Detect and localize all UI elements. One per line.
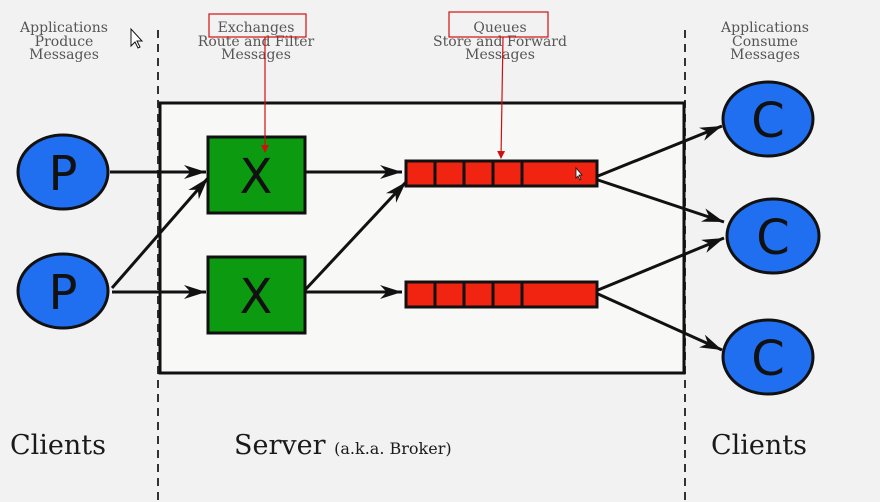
consumer-1-label: C xyxy=(751,93,785,149)
arrow-q1-c2 xyxy=(597,178,725,224)
consumer-1: C xyxy=(721,80,815,158)
arrow-q2-c2 xyxy=(597,236,725,292)
exchanges-highlight-box xyxy=(208,13,307,38)
producer-1-label: P xyxy=(49,146,78,202)
queue-1-body xyxy=(404,159,599,188)
queues-pointer-arrow xyxy=(497,36,506,159)
exchange-1-box xyxy=(206,135,307,215)
server-label-note: (a.k.a. Broker) xyxy=(334,439,452,458)
exchanges-caption-title: Exchanges xyxy=(217,20,295,36)
queues-caption: Queues Store and Forward Messages xyxy=(405,20,595,63)
producer-2: P xyxy=(16,252,110,330)
queues-caption-title: Queues xyxy=(473,20,527,36)
queues-caption-line3: Messages xyxy=(465,47,535,63)
arrow-x2-q1 xyxy=(303,180,408,292)
mouse-cursor-icon xyxy=(130,27,144,49)
queue-1 xyxy=(404,159,599,188)
consumer-1-circle xyxy=(721,80,815,158)
message-arrows xyxy=(110,124,725,352)
pointer-cursor-icon xyxy=(575,166,583,181)
exchange-2-label: X xyxy=(240,269,273,325)
consumer-3-label: C xyxy=(751,331,785,387)
consumers-caption-line1: Applications xyxy=(721,20,809,36)
exchange-1: X xyxy=(206,135,307,215)
exchanges-caption-line2: Route and Filter xyxy=(197,33,315,50)
producer-2-label: P xyxy=(49,265,78,321)
clients-right-label: Clients xyxy=(711,430,808,461)
queue-2 xyxy=(404,280,599,309)
consumer-2: C xyxy=(725,197,821,275)
producers-caption-line2: Produce xyxy=(34,33,94,50)
arrow-p2-x1 xyxy=(110,177,210,289)
queues-highlight-box xyxy=(448,11,549,38)
clients-left-label: Clients xyxy=(10,430,107,461)
consumer-3: C xyxy=(721,318,815,396)
consumers-caption-line3: Messages xyxy=(730,47,800,63)
producer-1-circle xyxy=(16,133,110,211)
exchange-2: X xyxy=(206,255,307,335)
server-label-text: Server xyxy=(234,430,326,461)
queue-2-body xyxy=(404,280,599,309)
arrow-q1-c1 xyxy=(597,124,723,178)
exchanges-caption: Exchanges Route and Filter Messages xyxy=(172,20,340,63)
consumers-caption-line2: Consume xyxy=(732,33,798,50)
exchange-2-box xyxy=(206,255,307,335)
producer-2-circle xyxy=(16,252,110,330)
arrow-q2-c3 xyxy=(597,292,723,352)
consumer-3-circle xyxy=(721,318,815,396)
producers-caption: Applications Produce Messages xyxy=(0,20,128,63)
producer-1: P xyxy=(16,133,110,211)
exchanges-caption-line3: Messages xyxy=(221,47,291,63)
producers-caption-line3: Messages xyxy=(29,47,99,63)
producers-caption-line1: Applications xyxy=(20,20,108,36)
queues-caption-line2: Store and Forward xyxy=(433,33,567,50)
consumer-2-label: C xyxy=(756,210,790,266)
consumer-2-circle xyxy=(725,197,821,275)
exchange-1-label: X xyxy=(240,149,273,205)
server-label: Server (a.k.a. Broker) xyxy=(234,430,452,461)
consumers-caption: Applications Consume Messages xyxy=(696,20,834,63)
